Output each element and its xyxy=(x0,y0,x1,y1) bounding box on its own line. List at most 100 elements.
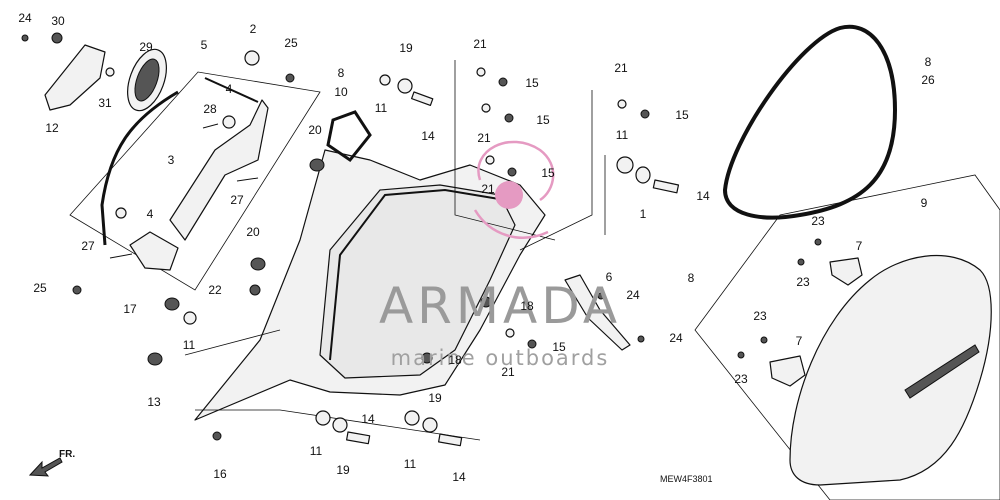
saddlebag-case-rim xyxy=(329,188,506,361)
watermark: ARMADA marine outboards xyxy=(379,140,621,370)
part-25-bolt-lower xyxy=(72,285,82,295)
part-7-bracket-lower xyxy=(769,355,806,387)
latch-arm xyxy=(169,99,269,241)
part-5-rod xyxy=(204,77,259,103)
part-3-cable xyxy=(100,90,179,246)
label-19: 19 xyxy=(399,41,413,55)
label-30: 30 xyxy=(51,14,65,28)
part-21-washer-d xyxy=(617,99,627,109)
part-14-bolt-right xyxy=(652,179,680,194)
label-8-c: 8 xyxy=(688,271,695,285)
label-14: 14 xyxy=(421,129,435,143)
part-15-bolt-d xyxy=(640,109,650,119)
label-21-c: 21 xyxy=(481,182,495,196)
part-23-screw-c xyxy=(760,336,768,344)
part-11-washer-right xyxy=(616,156,634,174)
label-24-c: 24 xyxy=(669,331,683,345)
part-13-grommet xyxy=(147,352,163,366)
label-13: 13 xyxy=(147,395,161,409)
lower-group-line xyxy=(184,329,481,441)
lid-group-outline xyxy=(694,174,1000,500)
label-1: 1 xyxy=(640,207,647,221)
part-15-bolt-e xyxy=(527,339,537,349)
label-11-c: 11 xyxy=(183,338,196,352)
label-21: 21 xyxy=(473,37,487,51)
part-11-washer-left xyxy=(183,311,197,325)
label-20: 20 xyxy=(308,123,322,137)
part-21-washer-c xyxy=(485,155,495,165)
label-16: 16 xyxy=(213,467,227,481)
label-17: 17 xyxy=(123,302,137,316)
label-14-d: 14 xyxy=(452,470,466,484)
part-25-bolt xyxy=(285,73,295,83)
part-17-grommet xyxy=(164,297,180,311)
label-3: 3 xyxy=(168,153,175,167)
label-25-lower: 25 xyxy=(33,281,47,295)
label-12: 12 xyxy=(45,121,59,135)
label-9: 9 xyxy=(921,196,928,210)
part-4-clip xyxy=(222,115,236,129)
watermark-subtitle: marine outboards xyxy=(391,346,610,370)
label-20-b: 20 xyxy=(246,225,260,239)
label-15-c: 15 xyxy=(541,166,555,180)
part-7-bracket-upper xyxy=(829,257,863,286)
label-11-e: 11 xyxy=(404,457,417,471)
label-2: 2 xyxy=(250,22,257,36)
label-25: 25 xyxy=(284,36,298,50)
label-31: 31 xyxy=(98,96,112,110)
part-15-bolt-b xyxy=(504,113,514,123)
saddlebag-case-inner xyxy=(319,184,516,379)
direction-label: FR. xyxy=(59,449,75,460)
label-28: 28 xyxy=(203,102,217,116)
label-21-b: 21 xyxy=(477,131,491,145)
label-15-b: 15 xyxy=(536,113,550,127)
part-23-screw-a xyxy=(814,238,822,246)
label-24: 24 xyxy=(18,11,32,25)
label-29: 29 xyxy=(139,40,153,54)
diagram-code: MEW4F3801 xyxy=(660,474,713,484)
label-24-b: 24 xyxy=(626,288,640,302)
part-21-washer-b xyxy=(481,103,491,113)
part-8-lid-seal xyxy=(722,24,898,220)
part-4-clip-lower xyxy=(115,207,127,219)
label-18-b: 18 xyxy=(448,353,462,367)
part-11-19-14-bottom-right xyxy=(404,410,463,447)
label-27-lower: 27 xyxy=(81,239,95,253)
part-23-screw-d xyxy=(737,351,745,359)
label-15-d: 15 xyxy=(675,108,689,122)
part-18-nut-a xyxy=(480,296,492,308)
label-10: 10 xyxy=(334,85,348,99)
part-22-clip xyxy=(249,284,261,296)
watermark-logo xyxy=(473,140,555,239)
bracket-group-line-a xyxy=(454,60,556,241)
part-21-washer-e xyxy=(505,328,515,338)
part-30-nut xyxy=(51,32,63,44)
part-20-grommet-lower xyxy=(250,257,266,271)
label-15-e: 15 xyxy=(552,340,566,354)
part-9-lid xyxy=(789,254,992,486)
label-21-e: 21 xyxy=(501,365,515,379)
label-14-c: 14 xyxy=(361,412,375,426)
callout-labels: 24 30 29 31 12 5 2 25 28 4 3 27 4 27 25 … xyxy=(18,11,935,484)
watermark-title: ARMADA xyxy=(379,277,621,335)
label-14-b: 14 xyxy=(696,189,710,203)
part-12-lever xyxy=(44,44,106,111)
part-29-disk xyxy=(127,48,167,112)
part-24-screw-stay xyxy=(637,335,645,343)
lid-emblem xyxy=(904,344,980,399)
label-7: 7 xyxy=(856,239,863,253)
label-26: 26 xyxy=(921,73,935,87)
label-6: 6 xyxy=(606,270,613,284)
label-22: 22 xyxy=(208,283,222,297)
part-27-spring xyxy=(236,177,259,182)
label-4-lower: 4 xyxy=(147,207,154,221)
part-28-spring xyxy=(202,123,219,129)
label-7-b: 7 xyxy=(796,334,803,348)
label-19-c: 19 xyxy=(428,391,442,405)
part-2-collar xyxy=(244,50,260,66)
latch-bracket xyxy=(129,231,179,271)
part-24-screw xyxy=(21,34,29,42)
label-4: 4 xyxy=(226,82,233,96)
